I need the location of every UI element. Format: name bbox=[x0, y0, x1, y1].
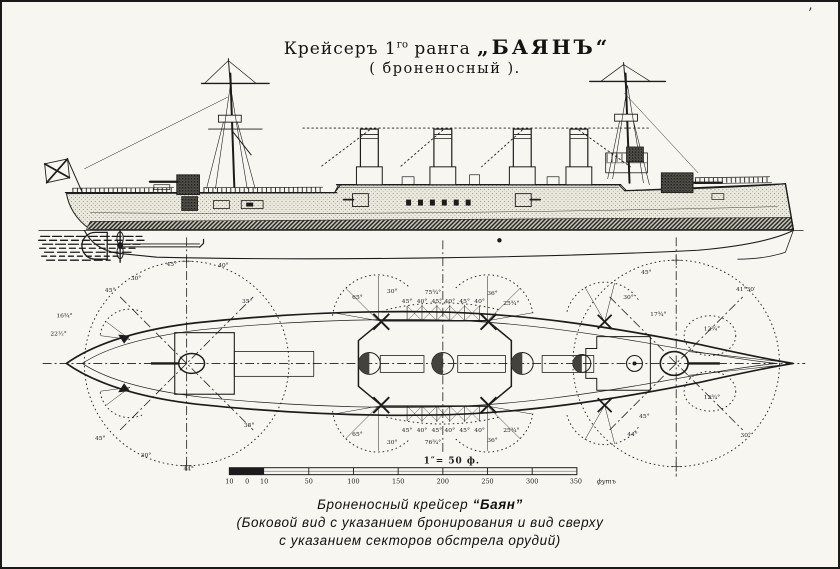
caption-ship-name: “Баян” bbox=[472, 497, 523, 512]
sector-angle-label: 30° bbox=[387, 439, 398, 446]
scale-tick-label: 100 bbox=[347, 478, 359, 486]
scale-unit-label: футъ bbox=[597, 478, 616, 486]
sector-angle-label: 35° bbox=[244, 422, 255, 429]
scale-tick-label: 10 bbox=[260, 478, 268, 486]
sector-angle-label: 36° bbox=[487, 437, 498, 444]
aft-superstructure bbox=[148, 174, 200, 211]
sector-angle-label: 76¾° bbox=[425, 439, 441, 446]
sector-angle-label: 65° bbox=[352, 294, 363, 301]
funnels bbox=[302, 127, 649, 186]
sector-angle-label: 40° bbox=[474, 427, 485, 434]
funnel-circles bbox=[357, 352, 595, 375]
page-title: Крейсеръ 1го ранга „БАЯНЪ“ bbox=[2, 35, 838, 59]
sector-angle-label: 45° bbox=[641, 269, 652, 276]
sector-angle-label: 40° bbox=[417, 427, 428, 434]
bridge-and-conning-tower bbox=[605, 146, 725, 200]
sector-angle-label: 45° bbox=[432, 298, 443, 305]
scale-tick-label: 50 bbox=[305, 478, 313, 486]
sector-angle-label: 30° bbox=[141, 452, 152, 459]
deck-fittings bbox=[401, 174, 560, 243]
caption-line1-text: Броненосный крейсер bbox=[317, 497, 473, 512]
fire-sector-arcs bbox=[99, 255, 737, 472]
sector-angle-label: 40° bbox=[445, 298, 456, 305]
sector-angle-label: 44° bbox=[183, 466, 194, 473]
sector-angle-label: 17¾° bbox=[650, 311, 666, 318]
casemate-sponsons bbox=[342, 193, 541, 207]
scale-tick-label: 250 bbox=[481, 478, 493, 486]
sector-angle-label: 65° bbox=[352, 431, 363, 438]
caption-line3: с указанием секторов обстрела орудий) bbox=[279, 533, 561, 548]
sector-angle-label: 30° bbox=[623, 294, 634, 301]
aft-mast bbox=[84, 58, 270, 189]
sector-angle-label: 45° bbox=[402, 427, 413, 434]
gun-ports bbox=[213, 199, 471, 209]
sector-angle-label: 41°30′ bbox=[736, 286, 756, 293]
sector-angle-label: 22½° bbox=[50, 331, 66, 338]
sector-angle-label: 36° bbox=[487, 290, 498, 297]
rudder bbox=[81, 231, 108, 260]
caption-block: Броненосный крейсер “Баян” (Боковой вид … bbox=[2, 496, 838, 550]
sector-angle-label: 12¾° bbox=[704, 394, 720, 401]
sector-angle-label: 30° bbox=[131, 275, 142, 282]
stern-flag bbox=[43, 158, 83, 194]
stern-railing bbox=[72, 186, 324, 194]
side-view bbox=[38, 58, 804, 263]
sector-angle-label: 45° bbox=[402, 298, 413, 305]
sector-angle-label: 35° bbox=[242, 298, 253, 305]
sector-angle-label: 44° bbox=[627, 431, 638, 438]
fore-mast bbox=[589, 62, 699, 186]
sector-angle-label: 12¾° bbox=[704, 326, 720, 333]
sector-angle-label: 45° bbox=[95, 435, 106, 442]
waterline-and-sea bbox=[38, 230, 804, 261]
sector-angle-labels: 45°40°30°45°16¾°22½°45°30°44°35°35°45°40… bbox=[50, 261, 756, 473]
aft-turret bbox=[150, 332, 315, 395]
sector-angle-label: 45° bbox=[459, 298, 470, 305]
scale-tick-label: 300 bbox=[526, 478, 538, 486]
sector-angle-label: 16¾° bbox=[56, 313, 72, 320]
caption-line2: (Боковой вид с указанием бронирования и … bbox=[236, 515, 604, 530]
scale-tick-label: 150 bbox=[392, 478, 404, 486]
sector-angle-label: 25¾° bbox=[503, 427, 519, 434]
anchor bbox=[711, 193, 725, 200]
sector-angle-label: 30° bbox=[740, 432, 751, 439]
title-prefix: Крейсеръ 1 bbox=[283, 39, 397, 59]
sector-angle-label: 45° bbox=[432, 427, 443, 434]
title-ship-name: „БАЯНЪ“ bbox=[477, 35, 611, 59]
corner-mark: ’ bbox=[808, 6, 813, 22]
title-mid: ранга bbox=[407, 39, 471, 59]
scale-ratio-label: 1″= 50 ф. bbox=[424, 457, 480, 467]
scale-tick-label: 10 bbox=[225, 478, 233, 486]
plan-view: 45°40°30°45°16¾°22½°45°30°44°35°35°45°40… bbox=[42, 237, 806, 477]
sector-angle-label: 45° bbox=[166, 261, 177, 268]
scale-tick-label: 350 bbox=[570, 478, 582, 486]
title-ordinal: го bbox=[396, 39, 408, 51]
hull-plan-outline bbox=[65, 310, 794, 417]
page-subtitle: ( броненосный ). bbox=[369, 61, 521, 77]
fore-turret bbox=[585, 336, 788, 391]
sector-angle-label: 45° bbox=[459, 427, 470, 434]
sector-angle-label: 30° bbox=[387, 288, 398, 295]
stern-fire-sector-circle bbox=[83, 260, 290, 467]
sector-angle-label: 40° bbox=[218, 262, 229, 269]
sector-angle-label: 40° bbox=[417, 298, 428, 305]
sector-angle-label: 25¾° bbox=[503, 300, 519, 307]
sector-angle-label: 45° bbox=[105, 287, 116, 294]
sector-angle-label: 40° bbox=[445, 427, 456, 434]
scale-tick-label: 200 bbox=[437, 478, 449, 486]
sector-angle-label: 75¾° bbox=[425, 289, 441, 296]
scale-tick-label: 0 bbox=[245, 478, 249, 486]
caption-line1: Броненосный крейсер “Баян” bbox=[2, 496, 838, 514]
sector-angle-label: 40° bbox=[474, 298, 485, 305]
sector-angle-label: 45° bbox=[639, 413, 650, 420]
